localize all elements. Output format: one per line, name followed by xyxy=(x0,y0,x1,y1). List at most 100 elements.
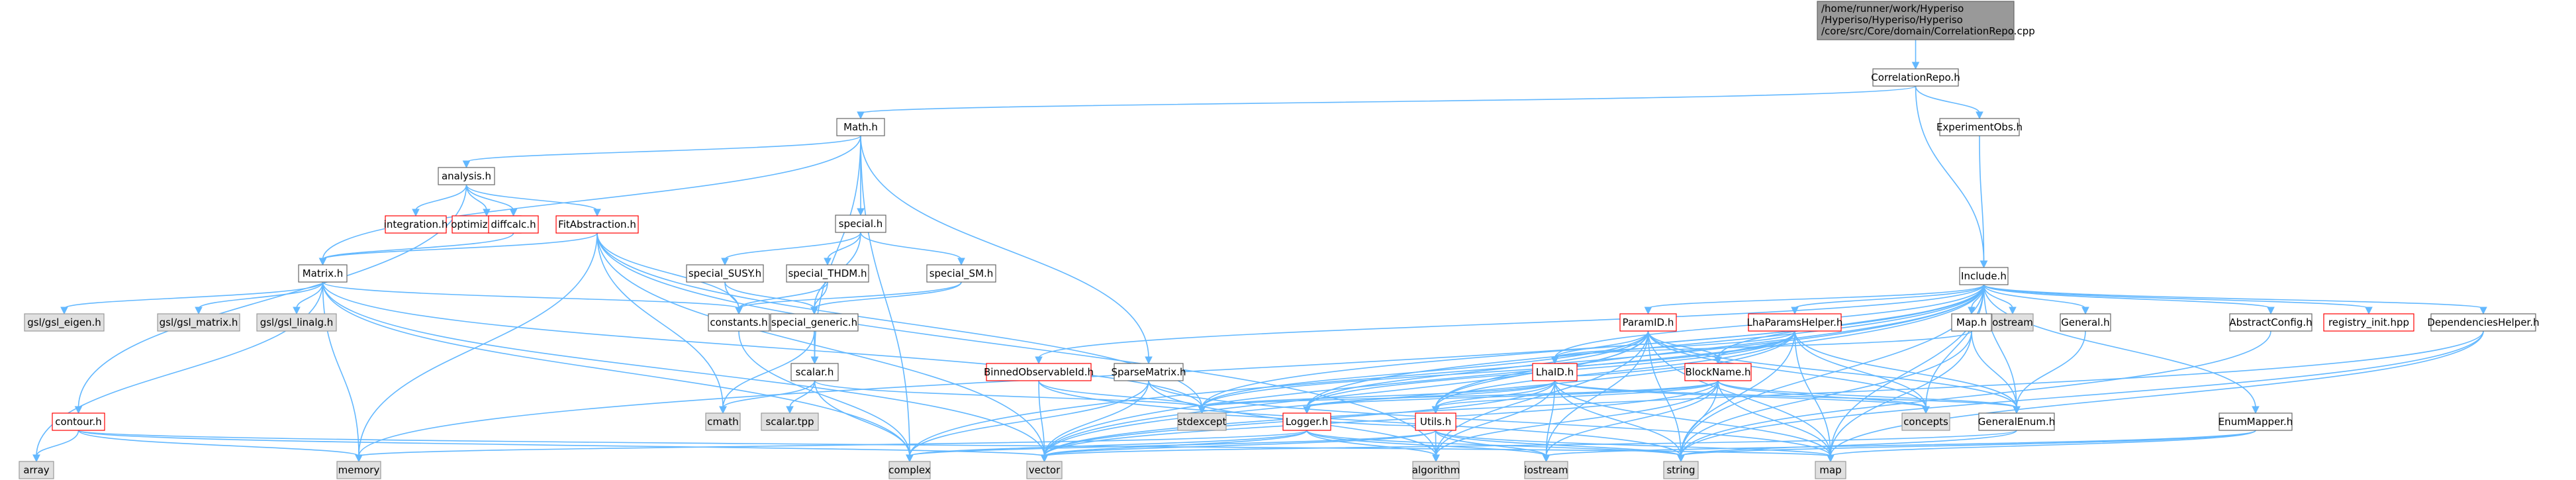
edge-arrowhead xyxy=(957,258,965,266)
edge-SparseMatrix_h-to-map xyxy=(1148,380,1831,457)
edge-arrowhead xyxy=(60,307,68,315)
edge-special_SUSY_h-to-constants_h xyxy=(724,281,739,309)
edge-Math_h-to-analysis_h xyxy=(465,135,861,163)
node-Include_h[interactable]: Include.h xyxy=(1959,267,2009,285)
node-GeneralEnum_h[interactable]: GeneralEnum.h xyxy=(1978,412,2056,431)
node-box xyxy=(1663,461,1699,479)
edge-LhaParamsHelper_h-to-LhaID_h xyxy=(1554,330,1795,359)
edge-CorrelationRepo_h-to-ExperimentObs_h xyxy=(1915,85,1980,114)
edge-arrowhead xyxy=(355,454,363,463)
node-special_h[interactable]: special.h xyxy=(835,215,886,233)
edge-arrowhead xyxy=(1198,406,1206,414)
edge-BlockName_h-to-Utils_h xyxy=(1435,380,1719,408)
node-Map_h[interactable]: Map.h xyxy=(1951,313,1992,332)
node-label: integration.h xyxy=(384,218,448,230)
node-analysis_h[interactable]: analysis.h xyxy=(438,167,495,185)
edge-arrowhead xyxy=(1976,111,1983,120)
node-registry_init_hpp[interactable]: registry_init.hpp xyxy=(2323,313,2414,332)
node-stdexcept: stdexcept xyxy=(1177,412,1227,431)
edge-BinnedObservableId_h-to-vector xyxy=(1038,380,1045,457)
edge-Matrix_h-to-complex xyxy=(322,281,910,457)
node-General_h[interactable]: General.h xyxy=(2060,313,2111,332)
node-box xyxy=(438,167,495,185)
edge-Utils_h-to-complex xyxy=(909,430,1437,457)
node-LhaID_h[interactable]: LhaID.h xyxy=(1532,363,1578,381)
node-diffcalc_h[interactable]: diffcalc.h xyxy=(488,215,539,234)
edge-Include_h-to-DependenciesHelper_h xyxy=(1983,284,2484,309)
node-ExperimentObs_h[interactable]: ExperimentObs.h xyxy=(1936,118,2023,136)
edge-General_h-to-GeneralEnum_h xyxy=(2016,330,2086,408)
node-AbstractConfig_h[interactable]: AbstractConfig.h xyxy=(2229,313,2313,332)
edge-special_h-to-special_THDM_h xyxy=(827,232,861,260)
node-top: /home/runner/work/Hyperiso/Hyperiso/Hype… xyxy=(1817,1,2035,40)
edge-arrowhead xyxy=(810,356,819,365)
node-Matrix_h[interactable]: Matrix.h xyxy=(298,264,348,283)
node-box xyxy=(1532,363,1578,381)
edge-Matrix_h-to-constants_h xyxy=(322,281,739,309)
edge-FitAbstraction_h-to-vector xyxy=(596,232,1045,457)
node-LhaParamsHelper_h[interactable]: LhaParamsHelper.h xyxy=(1747,313,1843,332)
node-CorrelationRepo_h[interactable]: CorrelationRepo.h xyxy=(1871,68,1960,87)
edge-BlockName_h-to-string xyxy=(1680,380,1719,457)
node-label: special_SM.h xyxy=(930,267,994,280)
node-constants_h[interactable]: constants.h xyxy=(708,313,770,332)
edge-Utils_h-to-algorithm xyxy=(1435,430,1437,457)
node-special_THDM_h[interactable]: special_THDM.h xyxy=(786,264,869,283)
edge-scalar_h-to-stdexcept xyxy=(814,380,1203,408)
node-label: map xyxy=(1819,464,1841,476)
edge-BlockName_h-to-GeneralEnum_h xyxy=(1717,380,2017,408)
edge-AbstractConfig_h-to-string xyxy=(1680,330,2271,457)
node-gsl_linalg: gsl/gsl_linalg.h xyxy=(256,313,337,332)
node-special_SM_h[interactable]: special_SM.h xyxy=(926,264,996,283)
node-label: constants.h xyxy=(710,316,767,328)
node-scalar_h[interactable]: scalar.h xyxy=(790,363,839,381)
node-BinnedObservableId_h[interactable]: BinnedObservableId.h xyxy=(984,363,1094,381)
node-label: memory xyxy=(338,464,380,476)
node-box xyxy=(52,412,105,431)
edge-diffcalc_h-to-Matrix_h xyxy=(322,232,514,260)
edge-BlockName_h-to-vector xyxy=(1043,380,1719,457)
node-Logger_h[interactable]: Logger.h xyxy=(1282,412,1331,431)
edge-special_SM_h-to-constants_h xyxy=(738,281,962,309)
edge-Include_h-to-General_h xyxy=(1983,284,2086,309)
node-label: complex xyxy=(888,464,931,476)
edge-DependenciesHelper_h-to-map xyxy=(1830,330,2484,457)
node-DependenciesHelper_h[interactable]: DependenciesHelper.h xyxy=(2427,313,2540,332)
node-EnumMapper_h[interactable]: EnumMapper.h xyxy=(2218,412,2293,431)
edge-ParamID_h-to-vector xyxy=(1043,330,1649,457)
edge-arrowhead xyxy=(293,307,301,315)
node-FitAbstraction_h[interactable]: FitAbstraction.h xyxy=(555,215,639,234)
edge-arrowhead xyxy=(1791,307,1799,315)
edge-SparseMatrix_h-to-vector xyxy=(1043,380,1149,457)
node-Utils_h[interactable]: Utils.h xyxy=(1415,412,1456,431)
node-special_SUSY_h[interactable]: special_SUSY.h xyxy=(686,264,764,283)
node-map: map xyxy=(1815,461,1846,479)
node-special_generic_h[interactable]: special_generic.h xyxy=(770,313,859,332)
node-SparseMatrix_h[interactable]: SparseMatrix.h xyxy=(1112,363,1186,381)
node-iostream: iostream xyxy=(1524,461,1568,479)
node-label: ostream xyxy=(1992,316,2033,328)
node-BlockName_h[interactable]: BlockName.h xyxy=(1684,363,1752,381)
node-ParamID_h[interactable]: ParamID.h xyxy=(1619,313,1677,332)
node-Math_h[interactable]: Math.h xyxy=(836,118,885,136)
edge-FitAbstraction_h-to-cmath xyxy=(596,232,724,408)
node-integration_h[interactable]: integration.h xyxy=(384,215,448,234)
node-label-line: /home/runner/work/Hyperiso xyxy=(1821,3,1964,15)
edge-Include_h-to-vector xyxy=(1043,284,1985,457)
edge-LhaID_h-to-map xyxy=(1554,380,1831,457)
node-contour_h[interactable]: contour.h xyxy=(52,412,105,431)
edge-arrowhead xyxy=(509,209,518,217)
node-vector: vector xyxy=(1026,461,1063,479)
node-box xyxy=(555,215,639,234)
node-gsl_eigen: gsl/gsl_eigen.h xyxy=(24,313,105,332)
node-label: gsl/gsl_eigen.h xyxy=(27,316,101,329)
node-box xyxy=(790,363,839,381)
edge-BlockName_h-to-Logger_h xyxy=(1306,380,1719,408)
node-box xyxy=(1026,461,1063,479)
edge-EnumMapper_h-to-string xyxy=(1680,430,2256,457)
edge-ParamID_h-to-concepts xyxy=(1647,330,1927,408)
node-label: GeneralEnum.h xyxy=(1978,416,2056,428)
node-label: SparseMatrix.h xyxy=(1112,366,1186,378)
edge-arrowhead xyxy=(1980,260,1988,269)
